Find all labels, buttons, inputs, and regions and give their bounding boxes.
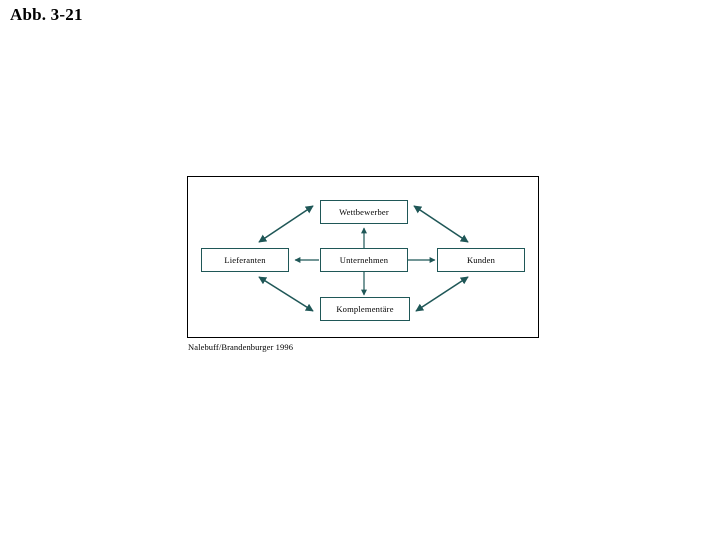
connector-komplementaere-kunden: [415, 276, 469, 312]
page-title: Abb. 3-21: [10, 5, 83, 24]
node-komplementaere: Komplementäre: [320, 297, 410, 321]
node-lieferanten: Lieferanten: [201, 248, 289, 272]
node-label: Komplementäre: [336, 304, 394, 314]
connector-lieferanten-komplementaere: [258, 276, 314, 312]
source-caption: Nalebuff/Brandenburger 1996: [188, 342, 294, 352]
node-label: Wettbewerber: [339, 207, 389, 217]
connector-lieferanten-wettbewerber: [258, 205, 314, 243]
node-label: Lieferanten: [224, 255, 266, 265]
node-unternehmen: Unternehmen: [320, 248, 408, 272]
node-label: Kunden: [466, 255, 496, 265]
node-wettbewerber: Wettbewerber: [320, 200, 408, 224]
node-kunden: Kunden: [437, 248, 525, 272]
diagram-connectors: [258, 205, 469, 312]
node-label: Unternehmen: [339, 255, 389, 265]
connector-wettbewerber-kunden: [413, 205, 469, 243]
